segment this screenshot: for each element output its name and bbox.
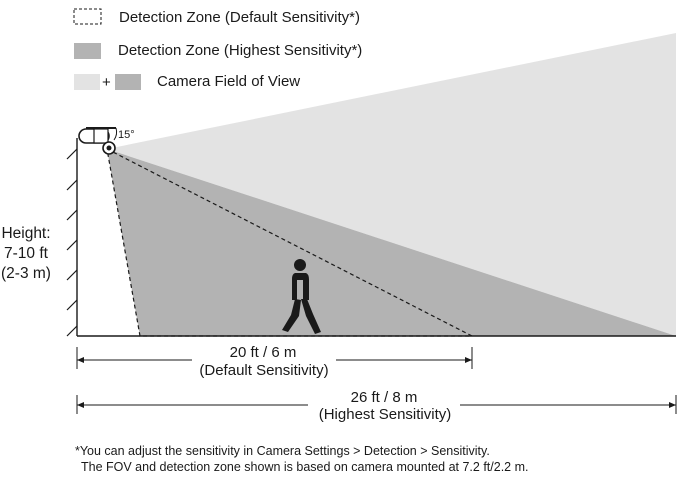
svg-text:7-10 ft: 7-10 ft bbox=[4, 245, 49, 262]
dimension-default-sensitivity: 20 ft / 6 m (Default Sensitivity) bbox=[76, 344, 473, 379]
legend-label-field-of-view: Camera Field of View bbox=[157, 73, 300, 90]
detection-zone-highest-sensitivity bbox=[107, 149, 676, 336]
legend-label-highest-zone: Detection Zone (Highest Sensitivity*) bbox=[118, 42, 362, 59]
wall bbox=[66, 138, 78, 337]
legend-swatch-default-zone bbox=[73, 8, 102, 25]
svg-text:(2-3 m): (2-3 m) bbox=[1, 265, 51, 282]
highest-distance-label: 26 ft / 8 m bbox=[351, 389, 418, 406]
default-sensitivity-caption: (Default Sensitivity) bbox=[199, 362, 328, 379]
camera-field-of-view bbox=[107, 33, 676, 336]
legend-swatch-fov-gray bbox=[115, 74, 141, 90]
dimension-highest-sensitivity: 26 ft / 8 m (Highest Sensitivity) bbox=[76, 389, 677, 423]
default-distance-label: 20 ft / 6 m bbox=[230, 344, 297, 361]
legend-plus-sign: + bbox=[102, 74, 111, 91]
tilt-angle-arc bbox=[113, 127, 118, 141]
legend: Detection Zone (Default Sensitivity*) De… bbox=[73, 8, 362, 91]
svg-text:The FOV and detection zone sho: The FOV and detection zone shown is base… bbox=[81, 460, 528, 474]
svg-text:*You can adjust the sensitivit: *You can adjust the sensitivity in Camer… bbox=[75, 444, 490, 458]
camera-icon bbox=[78, 127, 116, 155]
svg-text:Height:: Height: bbox=[1, 225, 50, 242]
walking-person-icon bbox=[282, 259, 321, 334]
legend-swatch-highest-zone bbox=[74, 43, 101, 59]
legend-label-default-zone: Detection Zone (Default Sensitivity*) bbox=[119, 9, 360, 26]
tilt-angle-label: 15° bbox=[118, 129, 135, 141]
legend-swatch-fov-light bbox=[74, 74, 100, 90]
footnote: *You can adjust the sensitivity in Camer… bbox=[75, 444, 528, 474]
highest-sensitivity-caption: (Highest Sensitivity) bbox=[319, 406, 452, 423]
height-label: Height: 7-10 ft (2-3 m) bbox=[1, 225, 51, 282]
